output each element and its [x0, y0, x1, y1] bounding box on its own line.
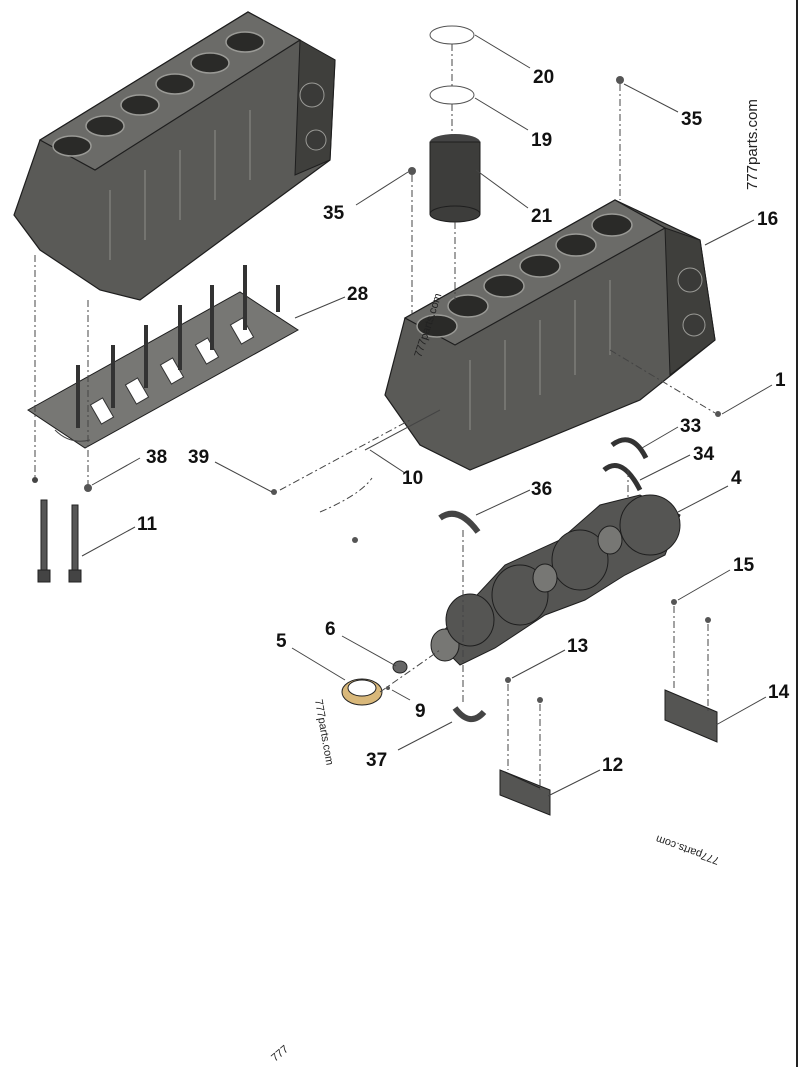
callout-21: 21 [531, 206, 553, 227]
watermark-bearing: 777parts.com [312, 698, 335, 766]
watermark-bottom-right: 777parts.com [654, 832, 721, 866]
plug-35-right [616, 76, 624, 84]
ladder-studs [76, 265, 280, 428]
callout-11: 11 [137, 514, 158, 535]
cylinder-liner-21 [429, 134, 481, 223]
bolt-11 [37, 499, 82, 583]
callout-33: 33 [680, 416, 701, 437]
bearing-cap-12 [499, 769, 551, 816]
callout-13: 13 [567, 636, 588, 657]
callout-39: 39 [188, 447, 209, 468]
thrust-washer-34 [602, 463, 643, 492]
plug-39 [271, 489, 277, 495]
plug-35-left [408, 167, 416, 175]
bearing-shell-36 [438, 510, 481, 534]
bolt-15 [671, 599, 677, 605]
washer-6 [392, 660, 408, 674]
watermark-bottom-left: 777 [269, 1043, 291, 1064]
cylinder-block-left [13, 11, 336, 301]
callout-12: 12 [602, 755, 623, 776]
plug-38 [84, 484, 92, 492]
thrust-washer-33 [610, 437, 649, 460]
bearing-ladder-frame [27, 291, 299, 449]
bolt-13b [537, 697, 543, 703]
callout-14: 14 [768, 682, 790, 703]
crankshaft [430, 494, 681, 666]
bolt-15b [705, 617, 711, 623]
callout-9: 9 [415, 701, 426, 722]
bearing-shell-37 [452, 706, 487, 722]
callout-38: 38 [146, 447, 167, 468]
callout-20: 20 [533, 67, 554, 88]
callout-19: 19 [531, 130, 552, 151]
plug-36 [352, 537, 358, 543]
callout-36: 36 [531, 479, 552, 500]
callout-16: 16 [757, 209, 778, 230]
seal-ring-19 [429, 85, 475, 105]
bolt-13 [505, 677, 511, 683]
watermark-right: 777parts.com [744, 99, 761, 190]
callout-6: 6 [325, 619, 336, 640]
oil-seal-5 [341, 678, 383, 706]
callout-10: 10 [402, 468, 423, 489]
callout-34: 34 [693, 444, 715, 465]
pin-9 [386, 686, 390, 690]
callout-28: 28 [347, 284, 368, 305]
seal-ring-20 [429, 25, 475, 45]
callout-5: 5 [276, 631, 287, 652]
callout-35: 35 [681, 109, 703, 130]
plug-1 [715, 411, 721, 417]
callout-15: 15 [733, 555, 755, 576]
plug-38-left [32, 477, 38, 483]
callout-labels: 20 19 35 35 21 16 28 1 33 34 38 39 10 4 … [137, 67, 790, 776]
callout-35: 35 [323, 203, 345, 224]
callout-1: 1 [775, 370, 786, 391]
callout-37: 37 [366, 750, 387, 771]
cylinder-block-right [384, 199, 716, 471]
leader-lines [81, 34, 773, 797]
bearing-cap-14 [664, 689, 718, 743]
callout-4: 4 [731, 468, 742, 489]
